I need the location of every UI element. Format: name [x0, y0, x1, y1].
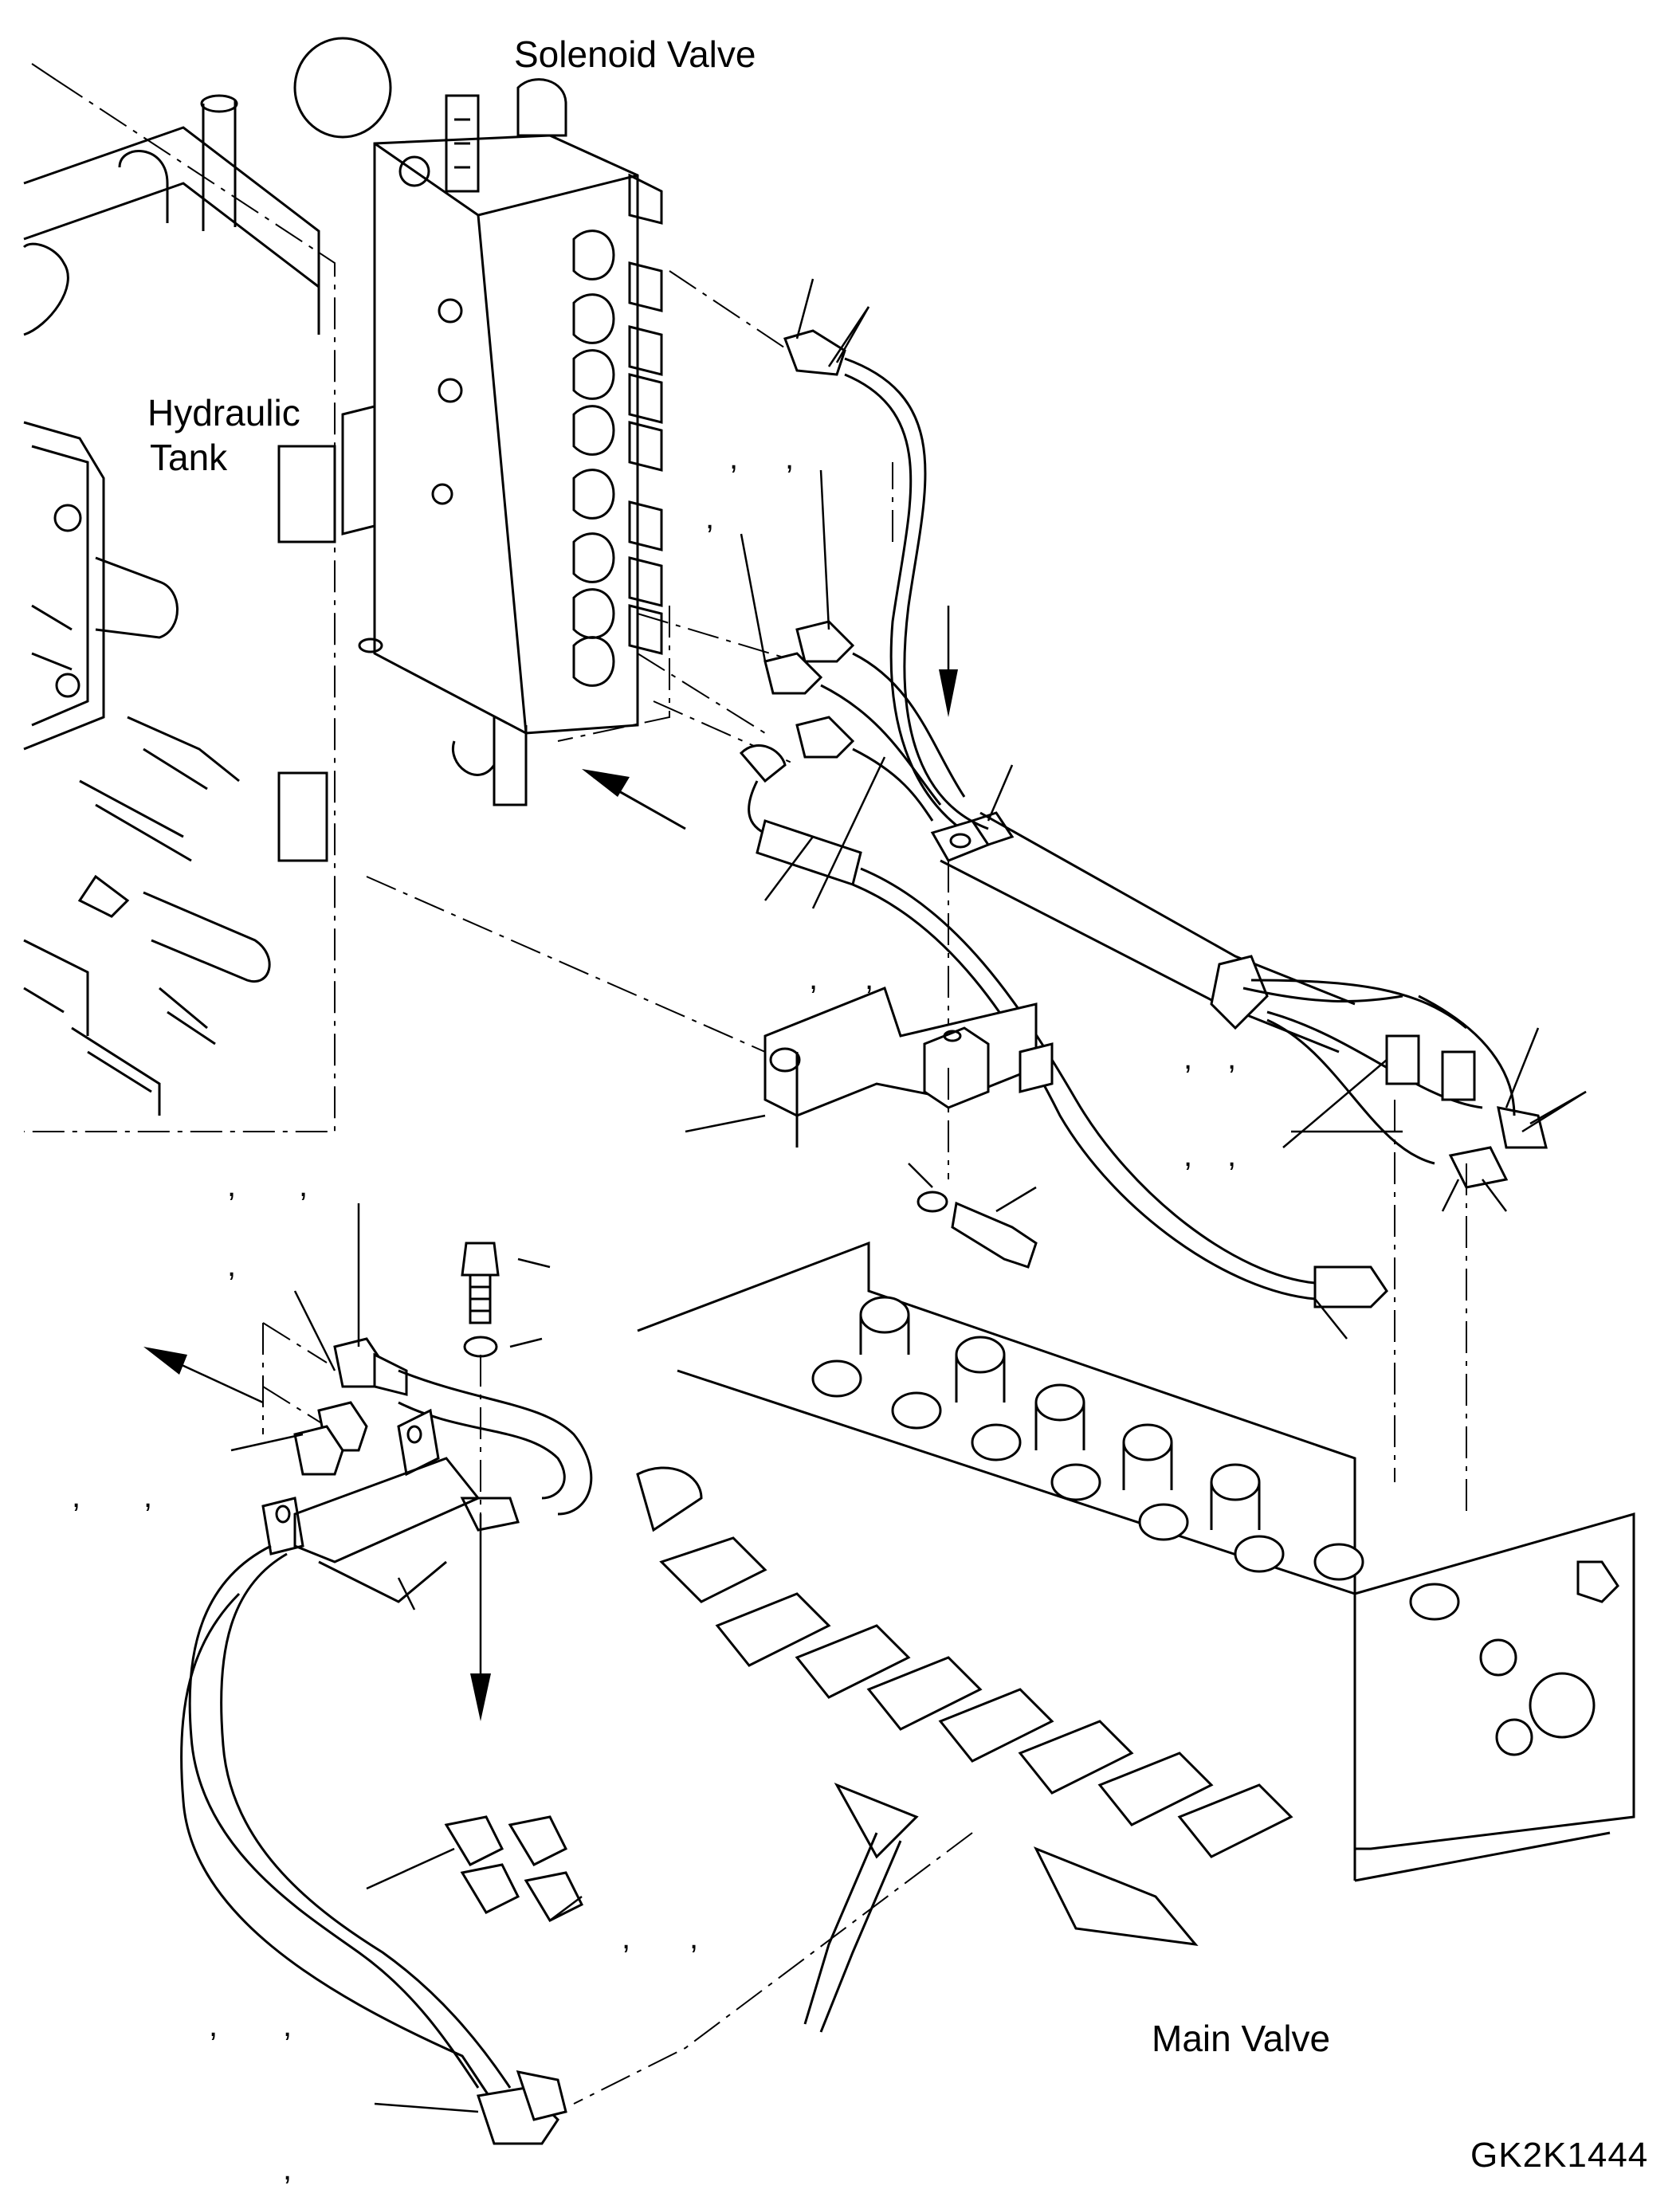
hydraulic-tank-label-line1: Hydraulic — [147, 392, 300, 434]
callout-comma: , — [729, 441, 739, 476]
callout-comma: , — [1183, 1138, 1193, 1173]
direction-arrow-to-solenoid — [582, 769, 686, 830]
solenoid-valve-label: Solenoid Valve — [514, 33, 756, 75]
solenoid-valve-drawing — [277, 37, 893, 862]
callout-comma: , — [143, 1479, 153, 1514]
main-valve-label: Main Valve — [1152, 2018, 1331, 2059]
solenoid-valve-ports — [572, 173, 663, 687]
callout-comma: , — [705, 500, 715, 536]
callout-comma: , — [1183, 1041, 1193, 1076]
callout-comma: , — [785, 441, 795, 476]
callout-comma: , — [809, 961, 818, 996]
callout-comma: , — [283, 2152, 292, 2187]
hydraulic-tank-label-line2: Tank — [150, 437, 228, 478]
drawing-code: GK2K1444 — [1470, 2136, 1649, 2175]
callout-comma: , — [689, 1920, 699, 1956]
callout-comma: , — [1227, 1138, 1237, 1173]
callout-comma: , — [283, 2008, 292, 2043]
main-valve-spools — [811, 1296, 1460, 1621]
callout-comma: , — [227, 1248, 237, 1283]
upper-hose-assembly — [637, 270, 1548, 1514]
hydraulic-tank-drawing — [22, 63, 336, 1132]
callout-comma: , — [227, 1168, 237, 1203]
main-valve-drawing — [573, 1241, 1635, 2105]
callout-comma: , — [209, 2008, 218, 2043]
main-valve-lower-fittings — [636, 1466, 1293, 2033]
lower-washer — [463, 1336, 498, 1358]
leader-lines — [230, 278, 1587, 2113]
bracket-assembly — [366, 876, 1054, 1269]
callout-comma: , — [299, 1168, 308, 1203]
callout-comma: , — [622, 1920, 631, 1956]
lower-bolt — [461, 1242, 500, 1277]
callout-comma: , — [865, 961, 874, 996]
lower-hose-assembly — [143, 1242, 593, 2145]
callout-comma: , — [1227, 1041, 1237, 1076]
washer — [917, 1191, 948, 1213]
callout-comma: , — [72, 1479, 81, 1514]
bolt — [951, 1201, 1038, 1269]
